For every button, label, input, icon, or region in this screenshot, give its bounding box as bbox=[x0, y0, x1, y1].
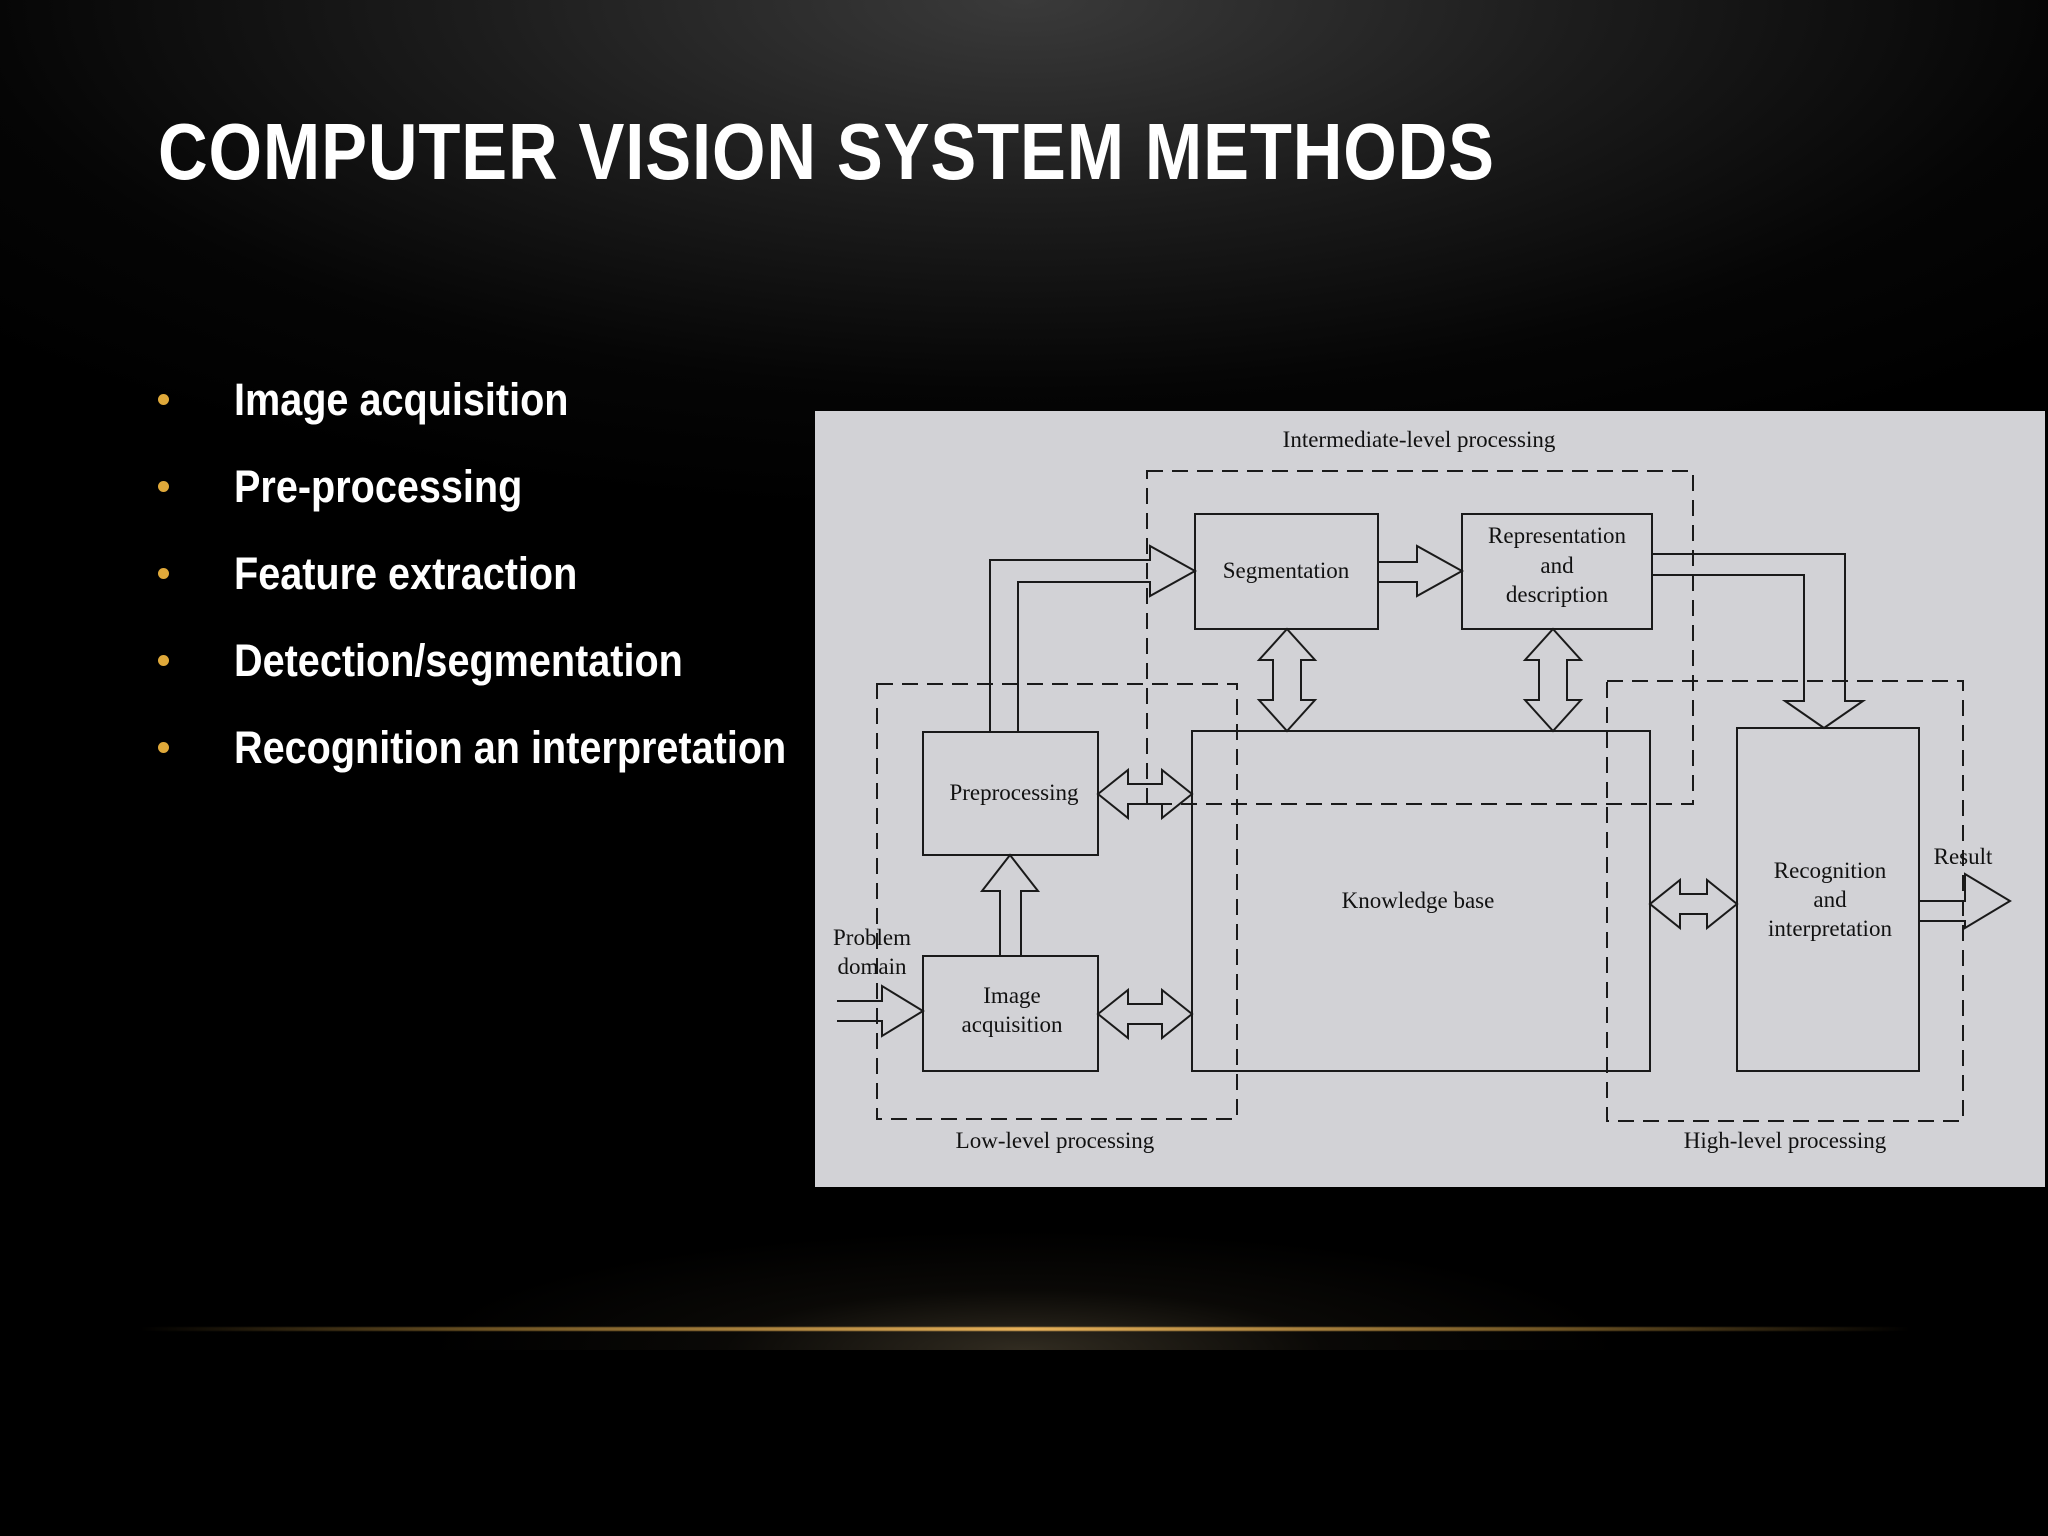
intermediate-level-label: Intermediate-level processing bbox=[1283, 427, 1556, 452]
representation-kb-double-arrow bbox=[1522, 627, 1584, 733]
preprocessing-label: Preprocessing bbox=[949, 780, 1079, 805]
image-acquisition-label-line1: Image bbox=[983, 983, 1040, 1008]
problem-domain-input-arrow bbox=[837, 984, 925, 1038]
recognition-label-line3: interpretation bbox=[1768, 916, 1892, 941]
intermediate-level-region bbox=[1146, 470, 1694, 805]
segmentation-kb-double-arrow bbox=[1256, 627, 1318, 733]
representation-to-recognition-arrow bbox=[1652, 553, 1867, 730]
high-level-region bbox=[1606, 680, 1964, 1122]
bullet-text: Image acquisition bbox=[234, 374, 569, 425]
bullet-text: Detection/segmentation bbox=[234, 635, 683, 686]
bullet-text: Recognition an interpretation bbox=[234, 722, 787, 773]
bullet-dot-icon bbox=[158, 481, 169, 492]
result-output-arrow bbox=[1919, 872, 2012, 930]
high-level-label: High-level processing bbox=[1684, 1128, 1887, 1153]
low-level-region bbox=[876, 683, 1238, 1120]
knowledge-base-label: Knowledge base bbox=[1342, 888, 1495, 913]
bullet-text: Feature extraction bbox=[234, 548, 578, 599]
knowledge-base-box bbox=[1191, 730, 1651, 1072]
result-label: Result bbox=[1934, 844, 1993, 869]
acquisition-kb-double-arrow bbox=[1096, 987, 1194, 1041]
low-level-label: Low-level processing bbox=[956, 1128, 1155, 1153]
image-acquisition-label-line2: acquisition bbox=[962, 1012, 1063, 1037]
kb-recognition-double-arrow bbox=[1648, 877, 1739, 931]
acquisition-to-preprocessing-arrow bbox=[979, 853, 1041, 956]
recognition-label-line1: Recognition bbox=[1774, 858, 1887, 883]
vision-system-diagram: Intermediate-level processing Low-level … bbox=[815, 411, 2045, 1187]
bullet-text: Pre-processing bbox=[234, 461, 523, 512]
preprocessing-to-segmentation-arrow bbox=[989, 544, 1198, 732]
slide-title: COMPUTER VISION SYSTEM METHODS bbox=[158, 107, 1495, 196]
problem-domain-label-line1: Problem bbox=[833, 925, 911, 950]
segmentation-label: Segmentation bbox=[1223, 558, 1350, 583]
representation-label-line3: description bbox=[1506, 582, 1609, 607]
problem-domain-label-line2: domain bbox=[838, 954, 907, 979]
bullet-dot-icon bbox=[158, 394, 169, 405]
bullet-dot-icon bbox=[158, 568, 169, 579]
bullet-dot-icon bbox=[158, 655, 169, 666]
preprocessing-kb-double-arrow bbox=[1096, 767, 1194, 821]
accent-divider-line bbox=[140, 1327, 1910, 1331]
segmentation-to-representation-arrow bbox=[1378, 544, 1465, 598]
representation-label-line2: and bbox=[1540, 553, 1574, 578]
recognition-label-line2: and bbox=[1813, 887, 1847, 912]
bullet-dot-icon bbox=[158, 742, 169, 753]
recognition-box bbox=[1736, 727, 1920, 1072]
diagram-svg: Intermediate-level processing Low-level … bbox=[833, 427, 2012, 1153]
representation-label-line1: Representation bbox=[1488, 523, 1626, 548]
